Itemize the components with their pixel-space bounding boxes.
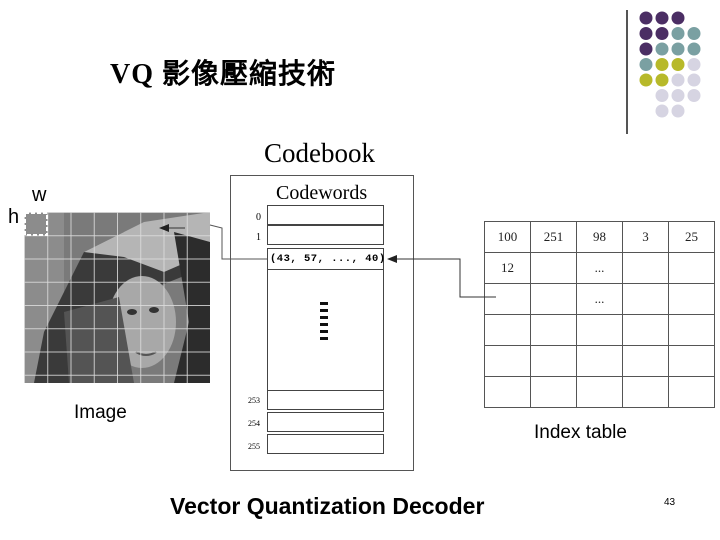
page-number: 43 <box>664 497 675 508</box>
decoder-caption: Vector Quantization Decoder <box>170 493 484 520</box>
